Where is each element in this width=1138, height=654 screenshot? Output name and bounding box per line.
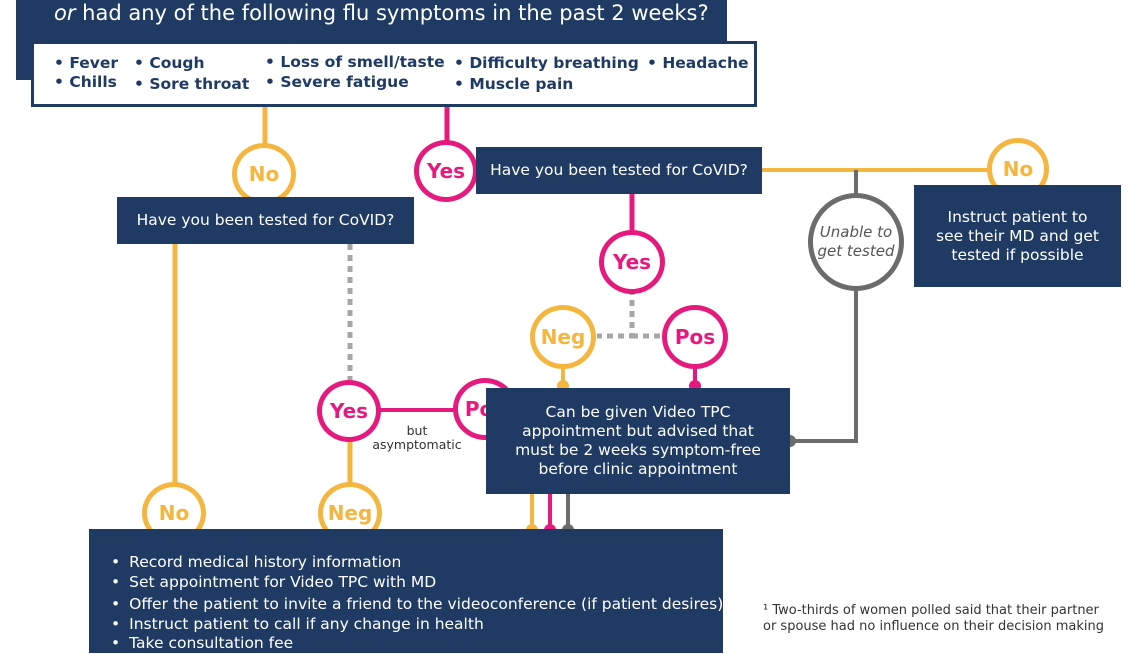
action-item: Instruct patient to call if any change i… (111, 615, 729, 635)
no-bottom-label: No (158, 501, 190, 525)
symptom-fatigue: • Severe fatigue (265, 73, 409, 91)
neg-mid-circle: Neg (530, 305, 596, 369)
yes-mid-circle: Yes (599, 230, 665, 294)
tested-right-box: Have you been tested for CoVID? (476, 147, 762, 194)
tested-left-label: Have you been tested for CoVID? (136, 211, 395, 229)
no-top-circle: No (232, 143, 296, 205)
yes-top-circle: Yes (414, 140, 478, 202)
action-box: Record medical history information Set a… (89, 529, 729, 653)
line-yes-mid-dotted (597, 289, 635, 339)
yes-top-label: Yes (426, 159, 466, 183)
neg-bottom-label: Neg (327, 501, 373, 525)
symptom-loss-smell: • Loss of smell/taste (265, 53, 445, 71)
symptom-fever: • Fever (54, 54, 119, 72)
symptom-sore-throat: • Sore throat (134, 75, 250, 93)
neg-mid-label: Neg (540, 325, 586, 349)
action-item: Take consultation fee (111, 634, 729, 654)
symptom-breathing: • Difficulty breathing (454, 54, 639, 72)
question-rest: had any of the following flu symptoms in… (75, 1, 709, 25)
tested-right-label: Have you been tested for CoVID? (490, 161, 748, 179)
action-list: Record medical history information Set a… (111, 553, 729, 654)
tested-left-box: Have you been tested for CoVID? (117, 197, 414, 244)
symptom-chills: • Chills (54, 73, 117, 91)
footnote: ¹ Two-thirds of women polled said that t… (763, 603, 1104, 634)
flowchart: or had any of the following flu symptoms… (0, 0, 1138, 640)
pos-mid-label: Pos (674, 325, 716, 349)
no-top-label: No (248, 162, 280, 186)
action-item: Set appointment for Video TPC with MD (111, 573, 729, 593)
question-text: or had any of the following flu symptoms… (54, 1, 709, 25)
symptom-headache: • Headache (647, 54, 749, 72)
symptom-muscle: • Muscle pain (454, 75, 574, 93)
question-emphasis: or (54, 1, 76, 25)
yes-left-circle: Yes (317, 380, 381, 442)
yes-mid-label: Yes (612, 250, 652, 274)
pos-mid-circle: Pos (662, 305, 728, 369)
symptom-cough: • Cough (134, 54, 205, 72)
symptoms-box (31, 41, 757, 107)
yes-left-label: Yes (329, 399, 369, 423)
no-right-label: No (1002, 157, 1034, 181)
action-item: Record medical history information (111, 553, 729, 573)
action-item: Offer the patient to invite a friend to … (111, 592, 729, 615)
line-unable-video (790, 290, 858, 443)
